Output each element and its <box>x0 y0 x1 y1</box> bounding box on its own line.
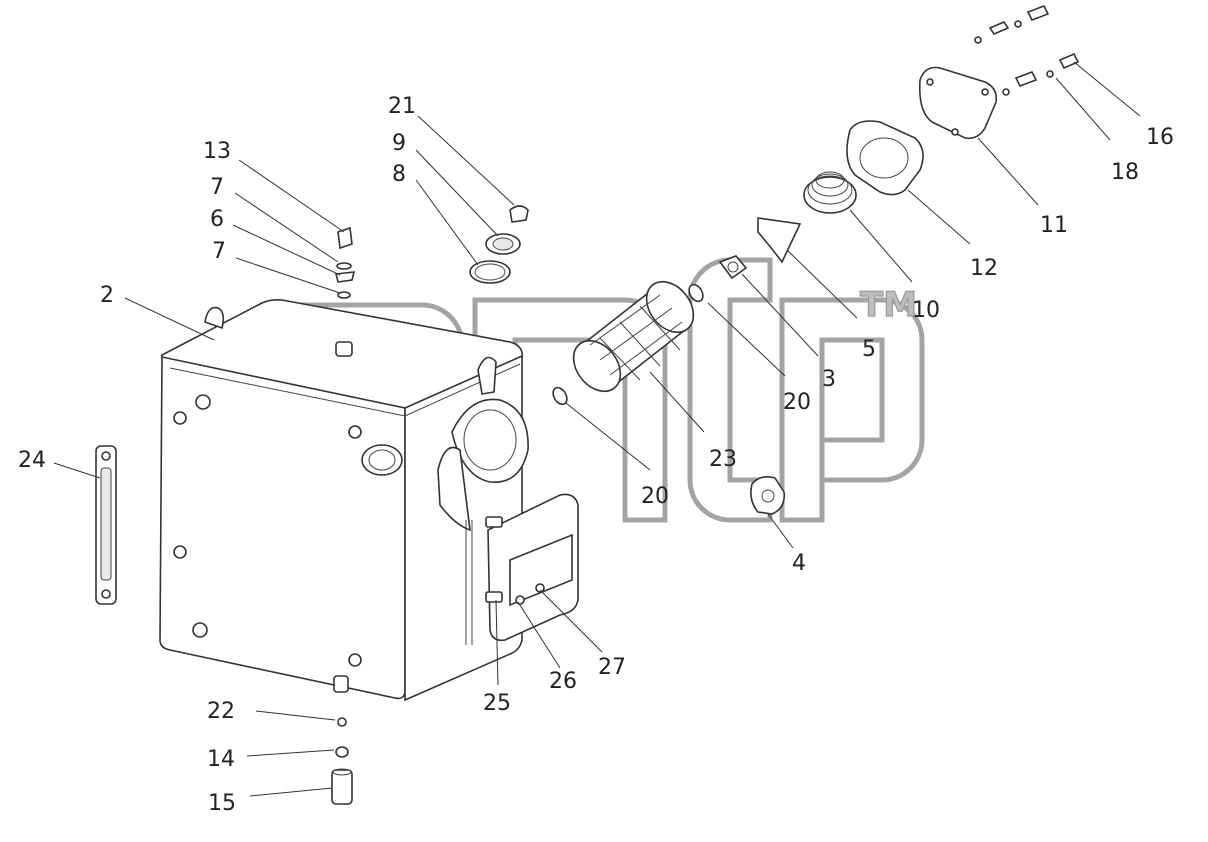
label-10: 10 <box>912 298 940 323</box>
leader-lines <box>53 61 1141 797</box>
drain-washer <box>337 717 347 727</box>
label-23: 23 <box>709 447 737 472</box>
label-2: 2 <box>100 283 114 308</box>
label-25: 25 <box>483 691 511 716</box>
label-6: 6 <box>210 207 224 232</box>
callout-labels: 2 3 4 5 6 7 7 8 9 10 11 12 13 14 15 16 1… <box>18 94 1174 816</box>
label-20-lower: 20 <box>641 484 669 509</box>
nut <box>750 476 786 515</box>
o-ring-lower <box>552 386 568 406</box>
label-13: 13 <box>203 139 231 164</box>
label-22: 22 <box>207 699 235 724</box>
cover <box>918 66 998 140</box>
plate <box>757 217 802 264</box>
label-18: 18 <box>1111 160 1139 185</box>
label-16: 16 <box>1146 125 1174 150</box>
label-12: 12 <box>970 256 998 281</box>
gasket <box>846 120 924 196</box>
spring <box>803 171 857 214</box>
drain-plug <box>331 768 353 805</box>
label-7-lower: 7 <box>212 239 226 264</box>
level-gauge <box>95 445 117 605</box>
label-15: 15 <box>208 791 236 816</box>
label-5: 5 <box>862 337 876 362</box>
label-8: 8 <box>392 162 406 187</box>
drain-seal <box>335 746 349 758</box>
label-14: 14 <box>207 747 235 772</box>
label-20-upper: 20 <box>783 390 811 415</box>
label-11: 11 <box>1040 213 1068 238</box>
label-24: 24 <box>18 448 46 473</box>
valve <box>718 255 748 280</box>
label-27: 27 <box>598 655 626 680</box>
trademark-mark: TM <box>860 285 917 325</box>
label-7-upper: 7 <box>210 175 224 200</box>
filter-element <box>572 280 695 393</box>
label-9: 9 <box>392 131 406 156</box>
bolts <box>974 4 1080 96</box>
label-26: 26 <box>549 669 577 694</box>
label-4: 4 <box>792 551 806 576</box>
mounting-bracket <box>465 493 579 645</box>
tank-body <box>159 299 529 702</box>
filler-parts <box>335 205 529 299</box>
label-21: 21 <box>388 94 416 119</box>
label-3: 3 <box>822 367 836 392</box>
o-ring-upper <box>688 283 704 303</box>
